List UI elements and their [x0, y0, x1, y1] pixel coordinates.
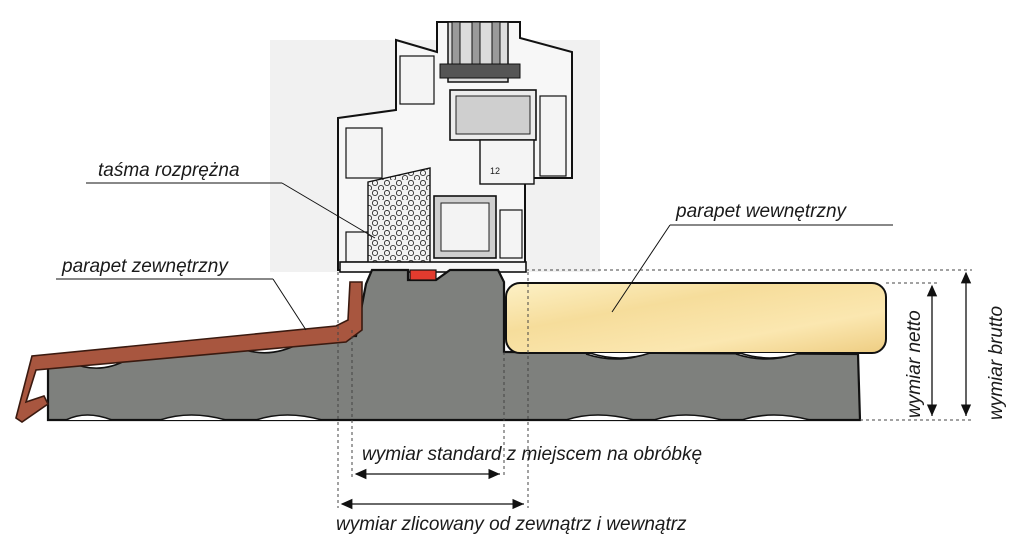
inner-sill-notch-2 [739, 352, 801, 359]
red-seal [409, 269, 437, 281]
inner-sill-notch-1 [589, 352, 651, 359]
leader-inner [611, 224, 671, 313]
window-frame-profile: 12 [270, 21, 600, 273]
base-bottom-notch-1 [65, 414, 113, 421]
label-dim-standard: wymiar standard z miejscem na obróbkę [362, 444, 702, 465]
label-dim-netto: wymiar netto [904, 310, 925, 418]
label-inner-sill: parapet wewnętrzny [675, 201, 848, 222]
glass-seal-band [439, 63, 521, 79]
leader-tape [281, 182, 376, 239]
steel-inner [440, 202, 490, 252]
expansion-foam [367, 167, 431, 265]
base-bottom-notch-6 [741, 414, 811, 421]
outer-sill [15, 281, 363, 423]
chamber-right-small [499, 209, 523, 259]
steel-reinforcement-upper [455, 95, 531, 135]
chamber-left-top [345, 127, 383, 179]
label-tape: taśma rozprężna [98, 160, 240, 181]
inner-sill [505, 282, 887, 354]
label-outer-sill: parapet zewnętrzny [61, 256, 229, 277]
base-bottom-notch-4 [565, 414, 635, 421]
label-dim-brutto: wymiar brutto [986, 306, 1007, 420]
chamber-right-column [539, 95, 567, 177]
dimension-guides [337, 269, 972, 508]
chamber-left-bottom [345, 231, 369, 263]
base-bottom-notch-2 [159, 414, 227, 421]
base-bottom-notch-5 [653, 414, 723, 421]
chamber-upper-left [399, 55, 435, 105]
profile-mark: 12 [490, 166, 500, 176]
chamber-mid [479, 139, 535, 185]
base-bottom-notch-3 [255, 414, 323, 421]
label-dim-flush: wymiar zlicowany od zewnątrz i wewnątrz [336, 514, 687, 535]
leader-outer [272, 278, 307, 331]
